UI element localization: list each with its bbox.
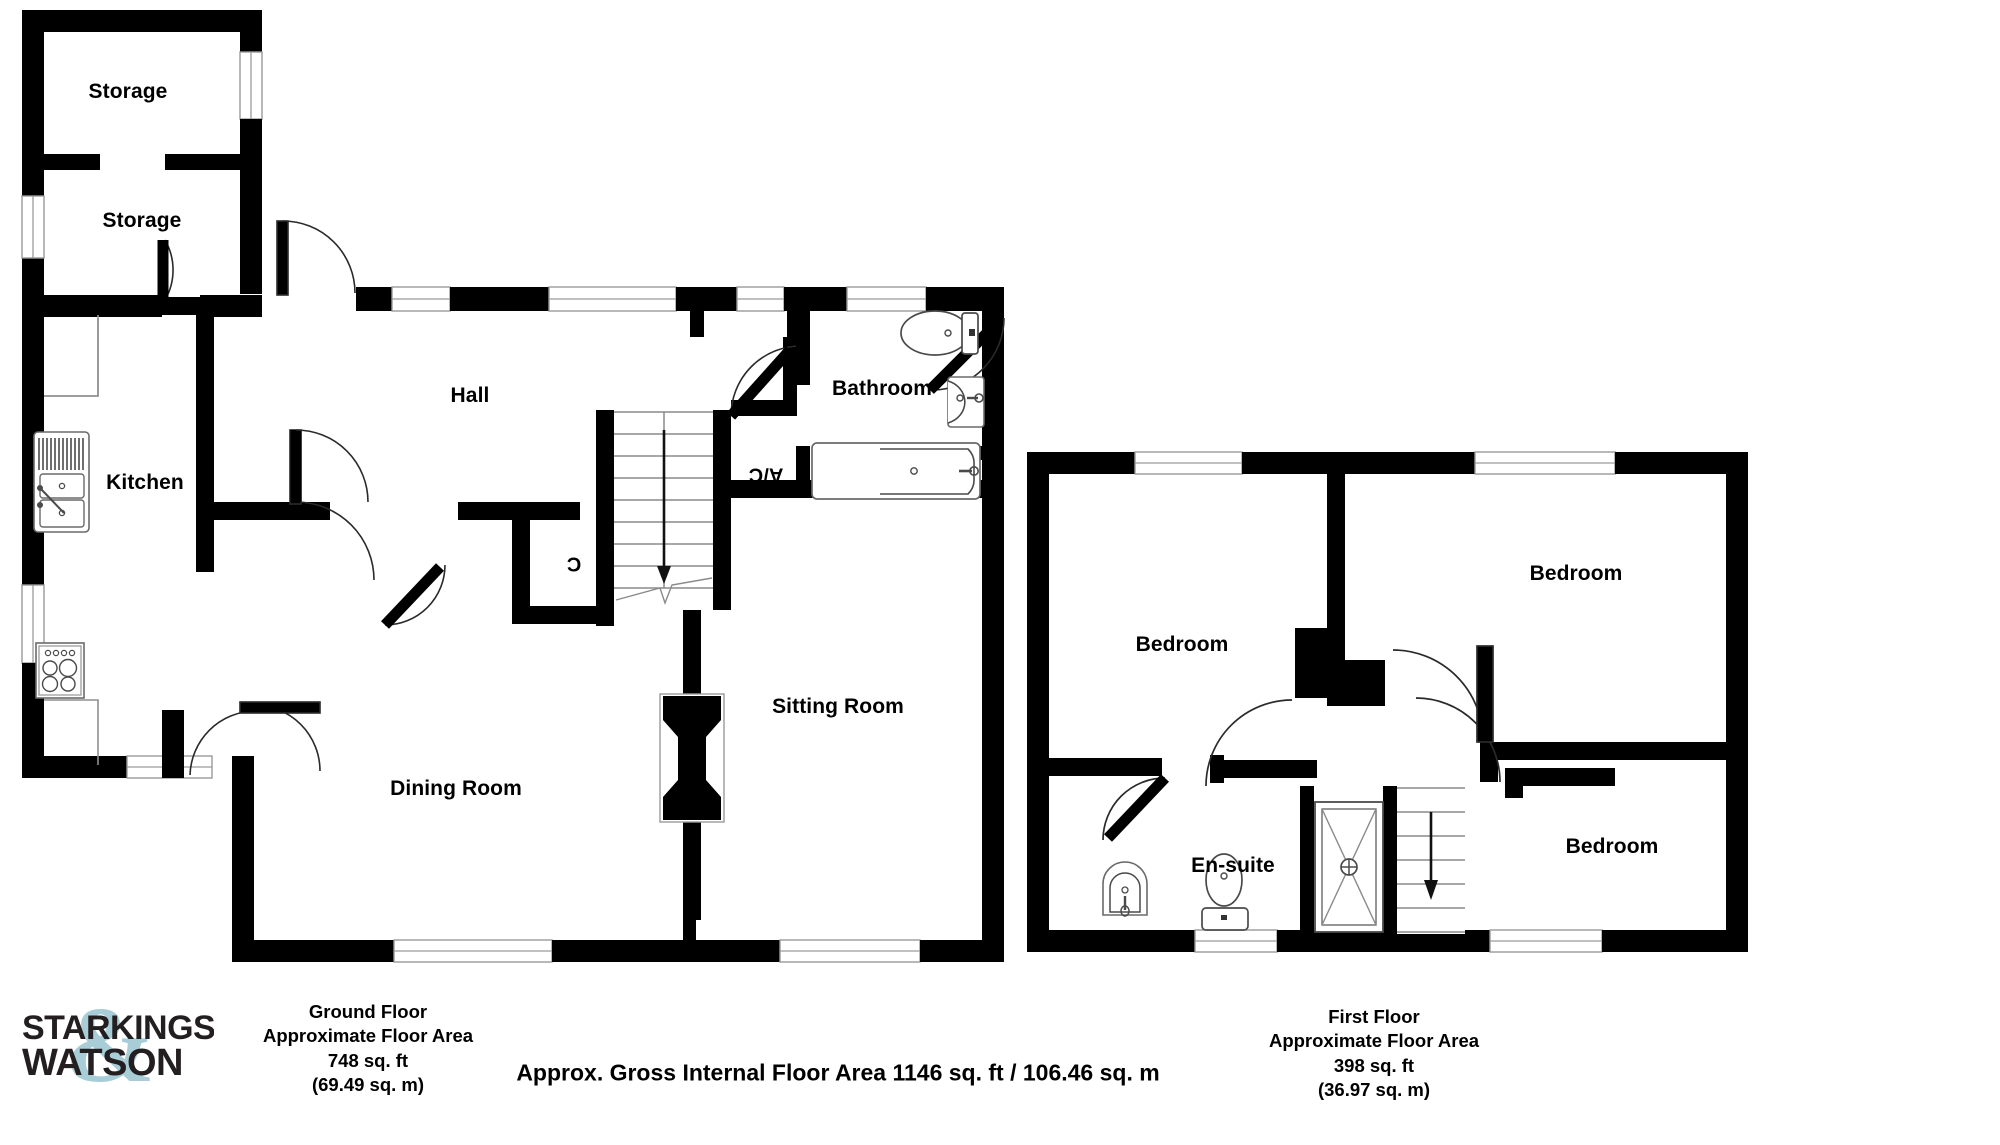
first-floor-subtitle: Approximate Floor Area <box>1268 1030 1480 1052</box>
landing-door-swings <box>1205 645 1501 787</box>
room-label-storage-1: Storage <box>88 80 168 103</box>
chimney-breast-icon <box>659 693 725 823</box>
kitchen-hall-door-swing <box>189 701 321 776</box>
stair-direction-arrow-first <box>1424 812 1438 900</box>
storage-block-walls <box>21 10 263 317</box>
room-label-ensuite: En-suite <box>1191 854 1275 877</box>
storage-door-swing <box>157 239 174 301</box>
stair-direction-arrow-ground <box>657 430 671 584</box>
first-floor-outer-walls <box>1027 451 1748 953</box>
room-label-kitchen: Kitchen <box>106 471 184 494</box>
kitchen-walls <box>44 297 214 572</box>
ground-main-walls <box>21 286 1004 963</box>
ensuite-basin-icon <box>1102 861 1148 917</box>
bathroom-basin-icon <box>947 376 985 428</box>
first-floor-title: First Floor <box>1328 1006 1420 1027</box>
ensuite-wc-icon <box>1201 853 1249 931</box>
first-floor-internal-walls <box>1027 474 1730 934</box>
room-label-airing-cupboard: A/C <box>748 463 784 486</box>
ensuite-shower-icon <box>1314 801 1384 933</box>
room-label-sitting-room: Sitting Room <box>772 695 904 718</box>
ensuite-door-swing <box>1102 774 1169 842</box>
room-label-hall: Hall <box>450 384 490 407</box>
logo-line-1: STARKINGS <box>22 1009 214 1047</box>
gross-internal-floor-area-text: Approx. Gross Internal Floor Area 1146 s… <box>516 1059 1160 1086</box>
hall-walls <box>196 410 731 626</box>
airing-cupboard-door-swing <box>726 317 1005 420</box>
logo-ampersand: & <box>65 995 155 1105</box>
kitchen-sink-icon <box>33 431 90 533</box>
room-label-storage-2: Storage <box>102 209 182 232</box>
starkings-watson-logo: & STARKINGS WATSON <box>22 995 214 1105</box>
cupboard-door-swing <box>381 563 446 629</box>
hall-dining-door-swing <box>289 429 375 581</box>
hall-entry-door-swing <box>276 220 356 296</box>
room-label-bedroom-top-right: Bedroom <box>1529 562 1623 585</box>
bathroom-wc-icon <box>900 310 979 356</box>
ground-floor-area-m: (69.49 sq. m) <box>311 1074 425 1096</box>
first-floor-plan <box>1027 451 1748 953</box>
ground-floor-caption: Ground Floor Approximate Floor Area 748 … <box>263 1000 473 1098</box>
kitchen-counter-outline <box>44 318 99 765</box>
first-floor-area-m: (36.97 sq. m) <box>1317 1079 1431 1101</box>
ground-floor-area-ft: 748 sq. ft <box>327 1049 409 1071</box>
room-label-bedroom-left: Bedroom <box>1135 633 1229 656</box>
room-label-bathroom: Bathroom <box>832 377 932 400</box>
ground-floor-plan <box>21 10 1005 963</box>
ground-floor-subtitle: Approximate Floor Area <box>262 1025 474 1047</box>
kitchen-hob-icon <box>35 642 85 699</box>
first-floor-caption: First Floor Approximate Floor Area 398 s… <box>1269 1005 1479 1103</box>
room-label-cupboard: C <box>566 552 582 575</box>
hall-door-upper-swing <box>295 429 369 503</box>
room-label-dining-room: Dining Room <box>390 777 522 800</box>
first-floor-area-ft: 398 sq. ft <box>1333 1054 1415 1076</box>
bathroom-bath-icon <box>811 442 981 500</box>
room-label-bedroom-bottom-right: Bedroom <box>1565 835 1659 858</box>
ground-floor-title: Ground Floor <box>308 1001 428 1022</box>
logo-line-2: WATSON <box>22 1042 183 1084</box>
